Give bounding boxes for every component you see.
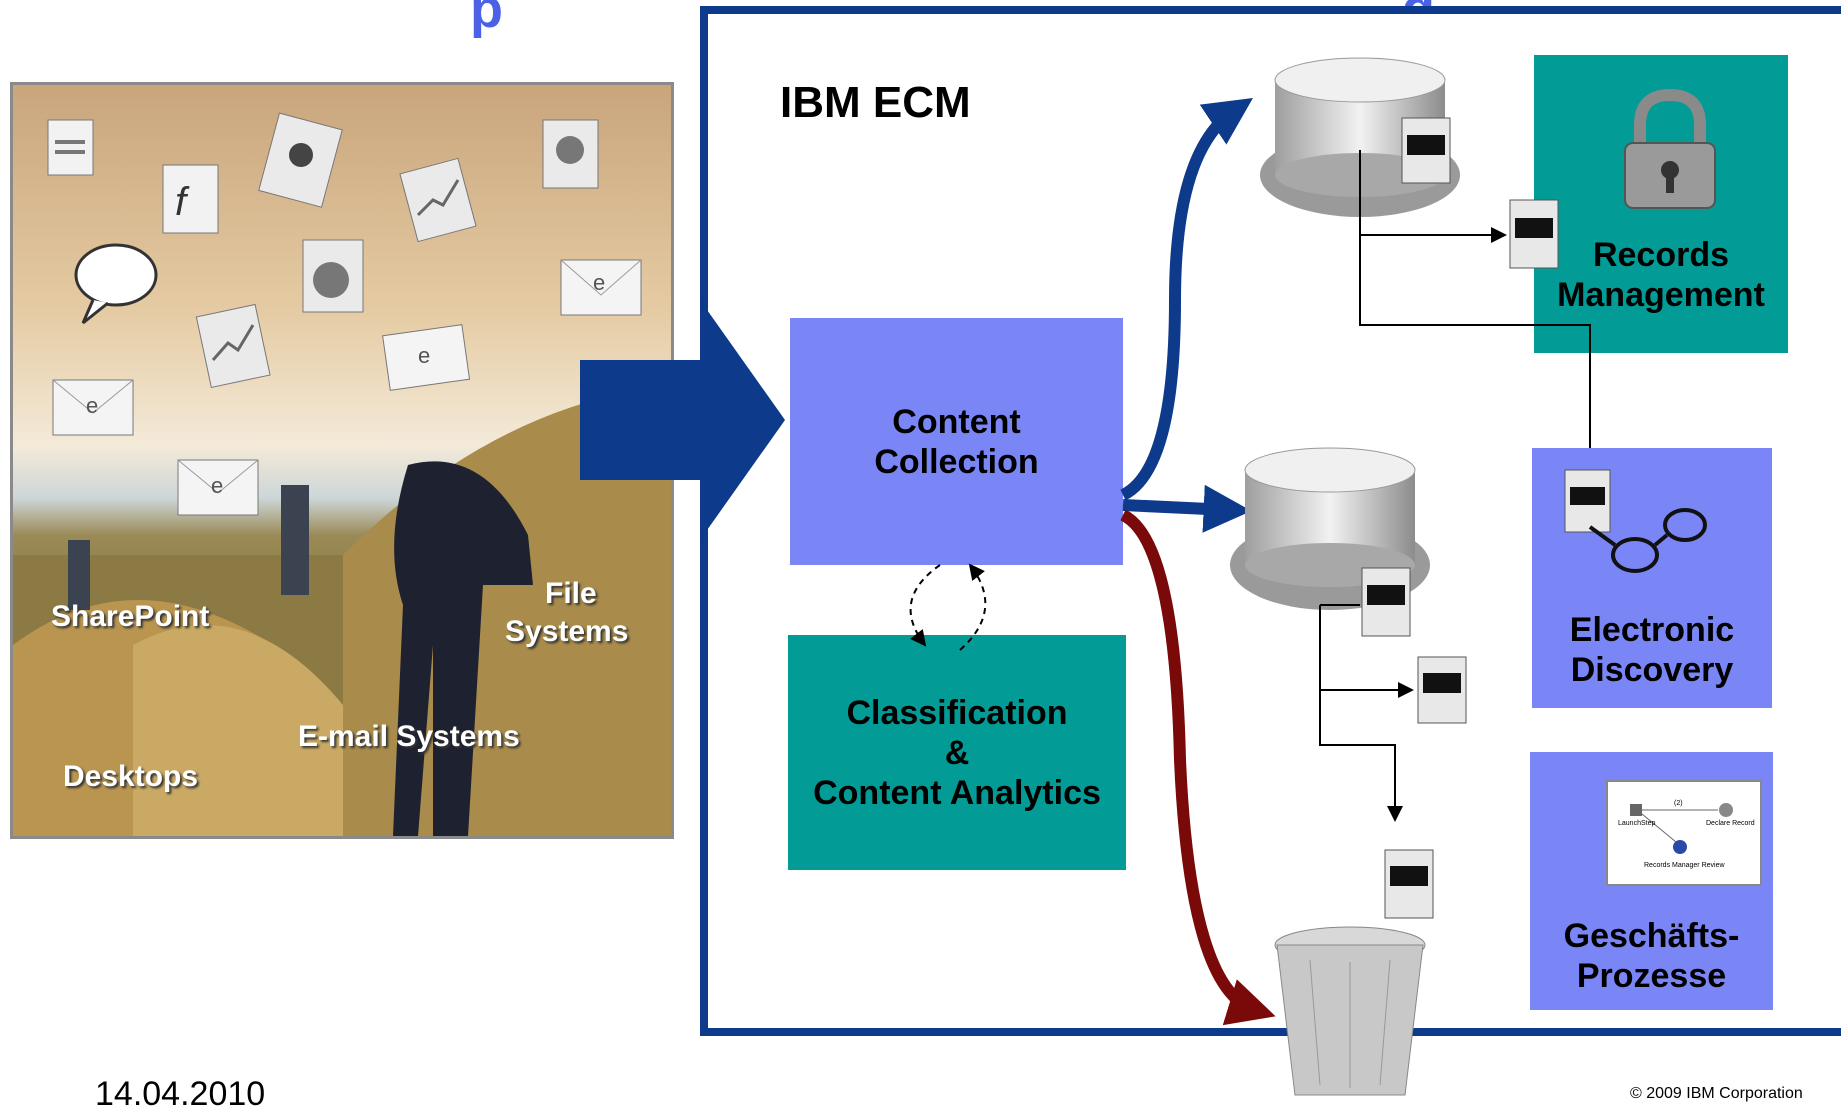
- workflow-review-label: Records Manager Review: [1644, 862, 1725, 869]
- email-icon-4: e: [177, 459, 259, 516]
- email-icon-2: e: [382, 324, 471, 391]
- entry-arrow: [580, 300, 785, 540]
- padlock-icon: [1624, 88, 1716, 209]
- arrow-to-trash: [1119, 509, 1276, 1026]
- workflow-count-label: (2): [1674, 800, 1683, 807]
- silo-2: [68, 540, 90, 610]
- content-collection-line1: Content: [892, 402, 1021, 441]
- workflow-declare-label: Declare Record: [1706, 820, 1755, 827]
- electronic-discovery-line2: Discovery: [1570, 651, 1734, 689]
- folder-icon-4: [1417, 656, 1467, 724]
- electronic-discovery-line1: Electronic: [1569, 611, 1735, 649]
- title-fragment-left: p: [470, 0, 503, 39]
- folder-icon-5: [1384, 849, 1434, 919]
- records-management-line1: Records: [1592, 236, 1730, 274]
- dashed-arrow-down: [909, 564, 941, 647]
- svg-text:e: e: [86, 393, 98, 418]
- chat-bubble-icon: [74, 243, 158, 325]
- audio-file-icon: [542, 119, 599, 189]
- geschaefts-prozesse-line2: Prozesse: [1576, 957, 1727, 995]
- classification-box: Classification&Content Analytics: [788, 635, 1126, 870]
- email-icon-1: e: [560, 259, 642, 316]
- person-figure: [393, 461, 533, 836]
- svg-text:e: e: [418, 343, 430, 368]
- folder-icon-2: [1509, 199, 1559, 269]
- svg-text:e: e: [593, 270, 605, 295]
- folder-icon-1: [1401, 117, 1451, 184]
- chart-file-icon: [399, 157, 477, 243]
- label-sharepoint: SharePoint: [51, 600, 210, 633]
- flash-file-icon: f: [162, 164, 219, 234]
- photo-illustration: f e e e e: [13, 112, 671, 836]
- workflow-thumbnail: LaunchStep Declare Record Records Manage…: [1606, 780, 1762, 886]
- classification-line1: Classification: [846, 693, 1068, 732]
- arrow-to-repository-2: [1122, 484, 1252, 533]
- glasses-folder-icon: [1564, 469, 1707, 573]
- web-file-icon: [302, 239, 364, 313]
- email-icon-3: e: [52, 379, 134, 436]
- document-icon: [47, 119, 94, 176]
- footer-copyright: © 2009 IBM Corporation: [1630, 1085, 1803, 1102]
- label-systems: Systems: [505, 615, 629, 648]
- content-sources-photo: f e e e e SharePoint File Systems E-mail…: [10, 82, 674, 839]
- ibm-ecm-title: IBM ECM: [780, 78, 971, 127]
- chart-file-icon-2: [195, 303, 271, 389]
- label-desktops: Desktops: [63, 760, 199, 793]
- label-file: File: [545, 577, 597, 610]
- svg-text:e: e: [211, 473, 223, 498]
- arrow-to-repository-1: [1120, 98, 1253, 501]
- workflow-diagram: [1630, 803, 1733, 854]
- content-collection-line2: Collection: [874, 442, 1039, 481]
- workflow-launch-label: LaunchStep: [1618, 820, 1656, 827]
- line-repo2-trash: [1319, 605, 1403, 822]
- line-repo1-discovery: [1359, 150, 1591, 448]
- classification-line2: &: [944, 733, 970, 772]
- records-management-line2: Management: [1557, 276, 1765, 314]
- image-file-icon: [258, 112, 343, 208]
- footer-date: 14.04.2010: [95, 1075, 266, 1113]
- label-email-systems: E-mail Systems: [298, 720, 520, 753]
- geschaefts-prozesse-line1: Geschäfts-: [1563, 917, 1740, 955]
- trash-bin-icon: [1274, 926, 1426, 1096]
- dashed-arrow-up: [959, 563, 987, 651]
- folder-icon-3: [1361, 567, 1411, 637]
- classification-line3: Content Analytics: [813, 773, 1101, 812]
- silo-1: [281, 485, 309, 595]
